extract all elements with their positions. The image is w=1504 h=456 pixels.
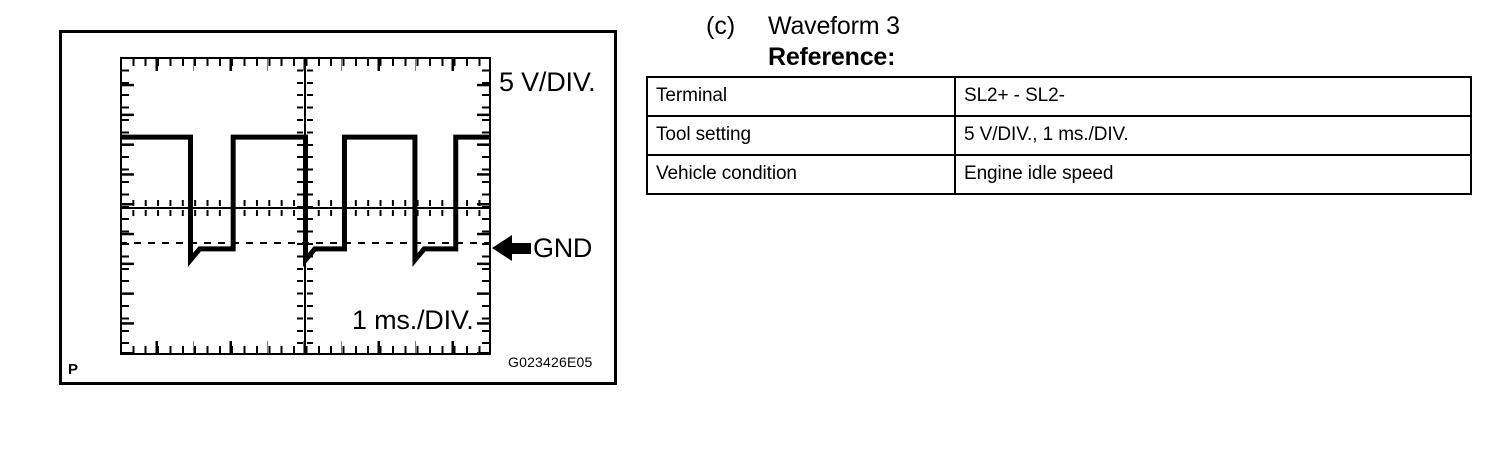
left-arrow-icon xyxy=(492,235,512,261)
ground-marker: GND xyxy=(492,231,592,265)
oscilloscope-figure-panel: 5 V/DIV. 1 ms./DIV. GND G023426E05 P xyxy=(59,30,617,385)
table-cell-value: 5 V/DIV., 1 ms./DIV. xyxy=(954,115,1472,156)
left-arrow-tail-icon xyxy=(511,242,531,254)
figure-id-code: G023426E05 xyxy=(508,354,593,370)
table-cell-key: Tool setting xyxy=(646,115,956,156)
heading-row: (c) Waveform 3 xyxy=(706,12,1476,41)
figure-corner-mark: P xyxy=(68,361,79,378)
waveform-trace xyxy=(120,134,491,267)
heading-letter: (c) xyxy=(706,12,736,40)
reference-label: Reference: xyxy=(768,43,896,71)
scope-area: 5 V/DIV. 1 ms./DIV. GND G023426E05 P xyxy=(62,33,614,382)
table-cell-key: Terminal xyxy=(646,76,956,117)
oscilloscope-graticule xyxy=(120,57,491,355)
vertical-scale-label: 5 V/DIV. xyxy=(499,67,596,97)
table-cell-value: SL2+ - SL2- xyxy=(954,76,1472,117)
page-title: Waveform 3 xyxy=(768,12,900,40)
table-cell-value: Engine idle speed xyxy=(954,154,1472,195)
horizontal-scale-label: 1 ms./DIV. xyxy=(352,305,474,335)
ground-label: GND xyxy=(533,232,593,263)
table-cell-key: Vehicle condition xyxy=(646,154,956,195)
